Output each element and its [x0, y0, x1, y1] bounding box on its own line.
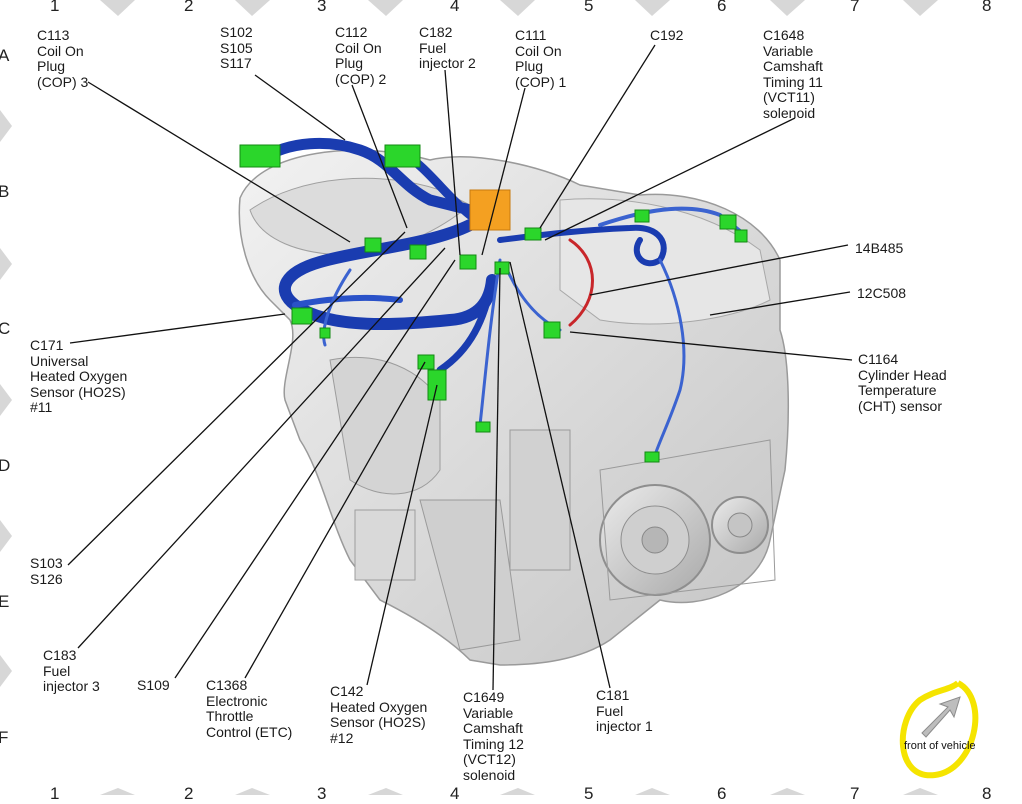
connector	[494, 261, 510, 275]
grid-col-8-bottom: 8	[982, 784, 992, 803]
connector	[475, 421, 491, 433]
grid-col-1: 1	[50, 0, 60, 15]
grid-col-5: 5	[584, 0, 594, 15]
leader-lines	[67, 44, 853, 691]
connector	[543, 321, 561, 339]
engine-block	[238, 149, 790, 666]
label-s103: S103 S126	[30, 555, 63, 587]
connector	[239, 144, 281, 168]
connector	[734, 229, 748, 243]
grid-row-d: D	[0, 456, 11, 475]
connector	[319, 327, 331, 339]
connector	[417, 354, 435, 370]
label-c182: C182 Fuel injector 2	[419, 24, 476, 71]
label-c171: C171 Universal Heated Oxygen Sensor (HO2…	[30, 337, 128, 415]
label-c1649: C1649 Variable Camshaft Timing 12 (VCT12…	[463, 689, 524, 783]
label-c192: C192	[650, 27, 684, 43]
grid-row-f: F	[0, 728, 9, 747]
label-s109: S109	[137, 677, 170, 693]
label-c183: C183 Fuel injector 3	[43, 647, 100, 694]
grid-col-7-bottom: 7	[850, 784, 860, 803]
grid-col-8: 8	[982, 0, 992, 15]
grid-col-2-bottom: 2	[184, 784, 194, 803]
label-c113: C113 Coil On Plug (COP) 3	[37, 27, 89, 90]
grid-col-7: 7	[850, 0, 860, 15]
grid-col-1-bottom: 1	[50, 784, 60, 803]
label-c1648: C1648 Variable Camshaft Timing 11 (VCT11…	[763, 27, 823, 121]
label-12c508: 12C508	[857, 285, 907, 301]
grid-col-6: 6	[717, 0, 727, 15]
label-c1368: C1368 Electronic Throttle Control (ETC)	[206, 677, 293, 740]
connector	[459, 254, 477, 270]
connector	[409, 244, 427, 260]
label-c111: C111 Coil On Plug (COP) 1	[515, 27, 567, 90]
front-of-vehicle-indicator	[899, 680, 979, 779]
grid-col-4: 4	[450, 0, 460, 15]
connector	[719, 214, 737, 230]
connector	[524, 227, 542, 241]
front-of-vehicle-label: front of vehicle	[904, 740, 976, 752]
connector	[384, 144, 421, 168]
front-arrow-icon	[921, 696, 961, 738]
label-c112: C112 Coil On Plug (COP) 2	[335, 24, 387, 87]
connector	[634, 209, 650, 223]
highlight-circle	[899, 680, 979, 779]
connector	[644, 451, 660, 463]
label-c181: C181 Fuel injector 1	[596, 687, 653, 734]
label-s102: S102 S105 S117	[220, 24, 253, 71]
grid-border-markers	[0, 0, 938, 795]
grid-col-2: 2	[184, 0, 194, 15]
grid-col-5-bottom: 5	[584, 784, 594, 803]
grid-col-4-bottom: 4	[450, 784, 460, 803]
label-c1164: C1164 Cylinder Head Temperature (CHT) se…	[858, 351, 947, 414]
grid-col-3-bottom: 3	[317, 784, 327, 803]
grid-row-e: E	[0, 592, 10, 611]
connector	[291, 307, 313, 325]
connector	[364, 237, 382, 253]
grid-col-3: 3	[317, 0, 327, 15]
grid-row-c: C	[0, 319, 11, 338]
grid-col-6-bottom: 6	[717, 784, 727, 803]
grid-row-a: A	[0, 46, 10, 65]
splice-block	[469, 189, 511, 231]
label-14b485: 14B485	[855, 240, 904, 256]
label-c142: C142 Heated Oxygen Sensor (HO2S) #12	[330, 683, 428, 746]
grid-row-b: B	[0, 182, 10, 201]
